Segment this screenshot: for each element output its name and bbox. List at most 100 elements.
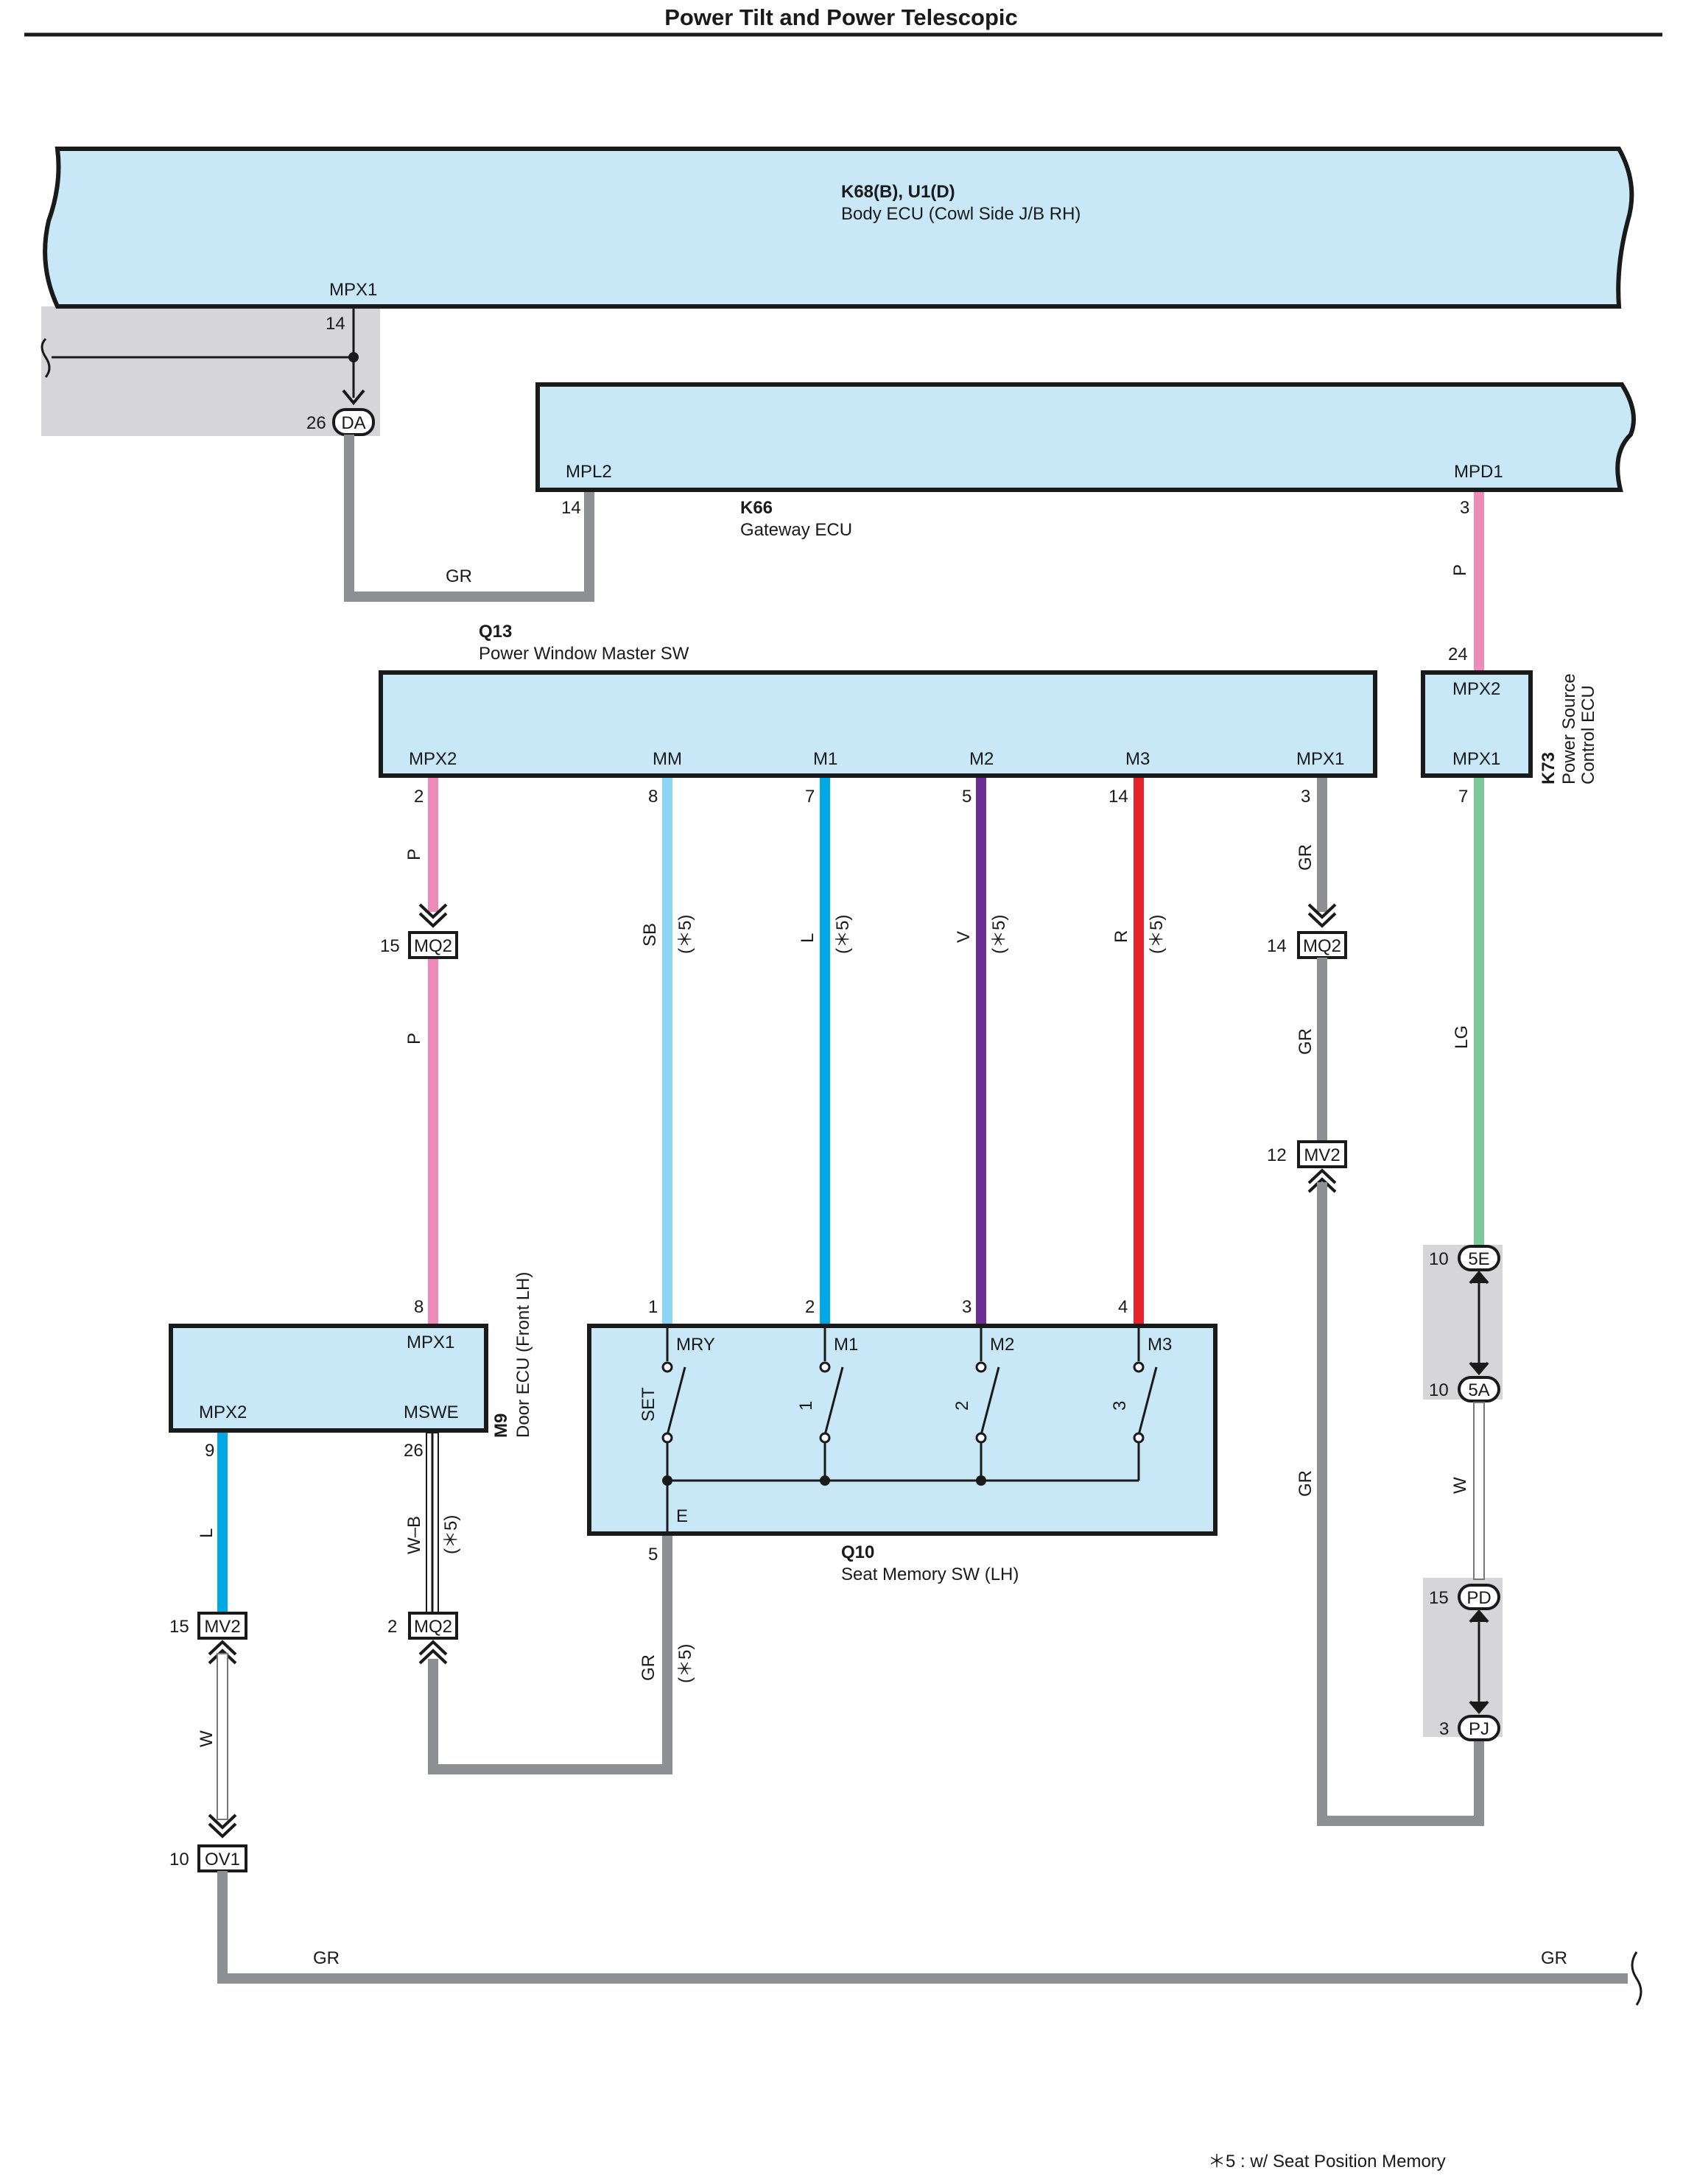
connector-pj [1458,1715,1500,1741]
connector-arrow-icon [208,1640,237,1665]
door-pin-26: 26 [404,1441,424,1461]
pwm-pin-2: 2 [414,787,424,807]
connector-mq2-b-id: MQ2 [1303,936,1341,956]
seat-junction-dot [976,1475,986,1486]
wire-note-v: (＊5) [989,915,1009,954]
connector-mq2-a-id: MQ2 [414,936,452,956]
wire-label-gr-5: GR [313,1948,340,1968]
wire-label-l: L [798,933,818,943]
wire-label-gr-3: GR [1296,1028,1315,1055]
wire-label-p-2: P [404,849,424,860]
wire-label-p-1: P [1450,564,1470,576]
gateway-pin-14: 14 [561,498,581,518]
psc-ecu-code: K73 [1539,752,1559,784]
wire-gr-seat-ground [428,1532,672,1774]
wire-label-p-3: P [404,1033,424,1044]
seat-sw-name: Seat Memory SW (LH) [841,1565,1019,1584]
psc-pin-7: 7 [1458,787,1468,807]
door-pin-8: 8 [414,1297,424,1317]
break-mark-left [41,337,51,378]
seat-switch-set: SET [639,1387,658,1422]
psc-pin-24: 24 [1448,645,1468,664]
wire-label-v: V [954,931,974,943]
connector-mq2-c-id: MQ2 [414,1617,452,1637]
wire-w-mv2-ov1 [217,1653,228,1820]
footnote: ＊5 : w/ Seat Position Memory [1208,2152,1446,2171]
arrow-down-icon [342,389,365,406]
wire-label-lg: LG [1452,1025,1472,1049]
wire-label-r: R [1111,930,1131,943]
pwm-pin-mpx1: MPX1 [1296,749,1344,769]
seat-pin-e: E [676,1506,688,1526]
psc-pin-mpx2: MPX2 [1452,679,1500,699]
connector-da-pin: 26 [306,413,326,433]
pwm-pin-14: 14 [1108,787,1128,807]
wire-label-wb: W–B [404,1516,424,1554]
connector-mq2-b-pin: 14 [1267,936,1287,956]
connector-5e [1458,1245,1500,1271]
wire-gr-da-gateway [344,435,594,602]
seat-switch-1: 1 [796,1401,816,1411]
connector-mq2-a [408,931,458,959]
pwm-pin-mpx2: MPX2 [409,749,457,769]
connector-pd-pin: 15 [1429,1588,1449,1608]
wire-label-l-2: L [197,1528,217,1538]
wire-note-gr: (＊5) [675,1644,695,1683]
wire-w-5a-pd [1473,1402,1485,1580]
pwm-pin-3: 3 [1301,787,1310,807]
door-pin-9: 9 [205,1441,214,1461]
connector-5e-pin: 10 [1429,1249,1449,1269]
connector-arrow-icon [208,1813,237,1839]
connector-arrow-icon [418,903,448,928]
connector-mq2-c-pin: 2 [387,1617,397,1637]
junction-dot [348,352,359,362]
pwm-sw-box [379,670,1377,778]
wire-label-gr-2: GR [1296,844,1315,871]
door-pin-mpx2: MPX2 [199,1402,247,1422]
door-pin-mswe: MSWE [404,1402,459,1422]
junction-shade [41,306,380,436]
wire-gr-bus [217,1871,1628,1984]
connector-5a [1458,1376,1500,1402]
body-ecu-box [43,147,1634,309]
seat-pin-2: 2 [805,1297,815,1317]
seat-pin-mry: MRY [676,1335,715,1355]
seat-pin-4: 4 [1118,1297,1128,1317]
connector-ov1-pin: 10 [169,1850,189,1869]
wire-label-gr-7: GR [639,1654,658,1681]
pwm-pin-8: 8 [648,787,658,807]
seat-pin-m1: M1 [834,1335,858,1355]
connector-pj-id: PJ [1469,1719,1489,1739]
pwm-sw-code: Q13 [479,622,512,642]
connector-ov1-id: OV1 [205,1850,240,1869]
seat-switch-2: 2 [952,1401,972,1411]
wire-label-w-1: W [1450,1477,1470,1494]
connector-mv2-b-pin: 15 [169,1617,189,1637]
body-ecu-code: K68(B), U1(D) [841,182,955,202]
pwm-pin-m2: M2 [969,749,994,769]
seat-pin-m2: M2 [990,1335,1014,1355]
connector-da-id: DA [341,413,365,433]
pwm-pin-5: 5 [962,787,971,807]
connector-mv2-b-id: MV2 [204,1617,240,1637]
wire-note-r: (＊5) [1147,915,1167,954]
body-ecu-pin-14: 14 [326,314,345,334]
connector-mq2-a-pin: 15 [380,936,400,956]
wire-gr-mv2-pj [1317,1182,1484,1826]
seat-switch-contacts [661,1326,1158,1534]
double-arrow-icon [1469,1609,1489,1715]
connector-mv2-a [1297,1140,1347,1168]
diagram-title: Power Tilt and Power Telescopic [664,4,1018,30]
connector-mv2-a-pin: 12 [1267,1145,1287,1165]
door-ecu-code: M9 [491,1414,511,1438]
body-ecu-pin-mpx1: MPX1 [329,280,377,300]
connector-5e-id: 5E [1468,1249,1489,1269]
wire-note-l: (＊5) [833,915,853,954]
gateway-pin-mpd1: MPD1 [1454,462,1503,482]
seat-switch-3: 3 [1110,1401,1130,1411]
connector-mv2-b [197,1612,247,1640]
seat-sw-code: Q10 [841,1542,874,1562]
pwm-sw-name: Power Window Master SW [479,644,689,664]
wire-note-sb: (＊5) [675,915,695,954]
